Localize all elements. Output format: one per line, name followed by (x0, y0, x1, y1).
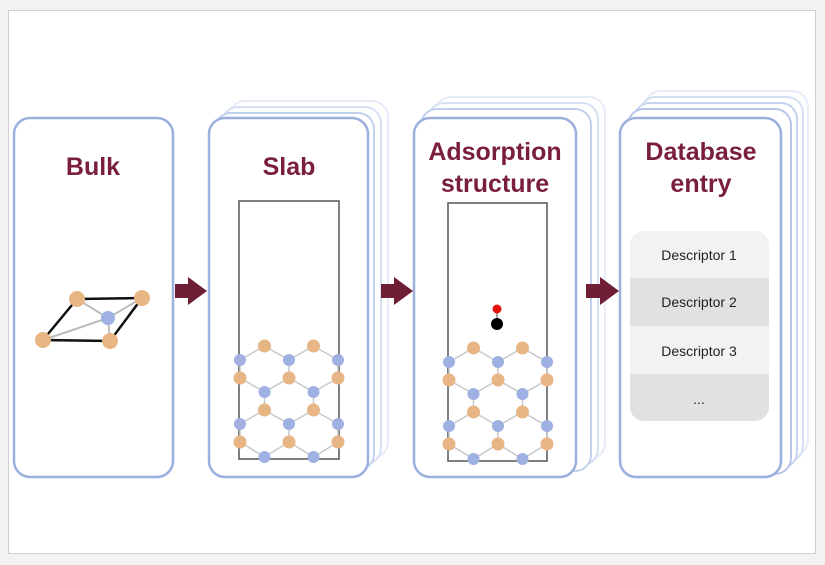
arrow-bulk-to-slab (175, 277, 207, 305)
lattice-atom (540, 437, 554, 451)
arrow-slab-to-adsorption (381, 277, 413, 305)
slab-title: Slab (263, 153, 316, 181)
slab-cell-box (238, 200, 340, 460)
adsorption-cell-box (447, 202, 548, 462)
lattice-atom (258, 403, 271, 417)
lattice-atom (307, 339, 320, 353)
lattice-atom (443, 420, 455, 432)
lattice-atom (307, 403, 320, 417)
lattice-atom (516, 388, 529, 400)
lattice-atom (233, 371, 247, 385)
arrow-adsorption-to-database (586, 277, 619, 305)
database-title-line1: Database (645, 138, 756, 166)
lattice-atom (307, 451, 320, 463)
bulk-title: Bulk (66, 153, 120, 181)
lattice-atom (258, 451, 271, 463)
lattice-atom (541, 420, 553, 432)
lattice-atom (516, 341, 529, 355)
descriptor-2: Descriptor 2 (661, 294, 737, 310)
descriptor-list: Descriptor 1 Descriptor 2 Descriptor 3 .… (630, 231, 769, 421)
lattice-atom (283, 354, 295, 366)
lattice-atom (467, 453, 480, 465)
lattice-atom (258, 386, 271, 398)
adsorption-lattice (442, 341, 554, 465)
lattice-atom (283, 418, 295, 430)
lattice-atom (258, 339, 271, 353)
lattice-atom (491, 373, 505, 387)
descriptor-1: Descriptor 1 (661, 247, 737, 263)
bulk-atom (35, 332, 51, 348)
lattice-atom (332, 418, 344, 430)
lattice-atom (234, 354, 246, 366)
adsorption-title-line2: structure (441, 170, 549, 198)
bulk-unit-cell (35, 290, 150, 349)
lattice-atom (443, 356, 455, 368)
database-title-line2: entry (670, 170, 731, 198)
lattice-atom (467, 388, 480, 400)
lattice-atom (307, 386, 320, 398)
lattice-atom (492, 356, 504, 368)
lattice-atom (234, 418, 246, 430)
descriptor-3: Descriptor 3 (661, 343, 737, 359)
adsorbate-atom-top (492, 304, 502, 314)
lattice-atom (233, 435, 247, 449)
descriptor-more: ... (693, 391, 705, 407)
lattice-atom (516, 405, 529, 419)
slab-panel (207, 116, 370, 479)
lattice-atom (491, 437, 505, 451)
bulk-atom (69, 291, 85, 307)
lattice-atom (467, 405, 480, 419)
lattice-atom (541, 356, 553, 368)
lattice-atom (331, 435, 345, 449)
lattice-atom (282, 371, 296, 385)
lattice-atom (282, 435, 296, 449)
lattice-atom (516, 453, 529, 465)
bulk-atom (134, 290, 150, 306)
lattice-atom (442, 373, 456, 387)
bulk-atom (102, 333, 118, 349)
lattice-atom (467, 341, 480, 355)
lattice-atom (331, 371, 345, 385)
adsorption-title-line1: Adsorption (428, 138, 561, 166)
lattice-atom (492, 420, 504, 432)
adsorbate-atom-bottom (491, 318, 503, 330)
lattice-atom (442, 437, 456, 451)
lattice-atom (332, 354, 344, 366)
slab-lattice (233, 339, 345, 463)
lattice-atom (540, 373, 554, 387)
bulk-atom (101, 311, 115, 325)
